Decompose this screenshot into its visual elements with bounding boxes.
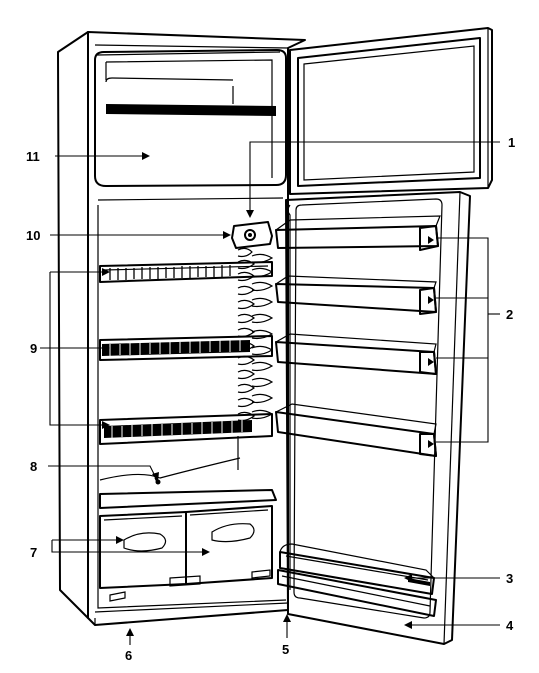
- freezer-compartment: [94, 49, 287, 187]
- door-shelf-1: [275, 215, 441, 251]
- callout-2: 2: [506, 307, 513, 322]
- crisper-drawers: [99, 505, 273, 589]
- leader-lines: [40, 141, 500, 645]
- callout-10: 10: [26, 228, 40, 243]
- callout-7: 7: [30, 545, 37, 560]
- callout-1: 1: [508, 135, 515, 150]
- fridge-door: [285, 191, 471, 645]
- crisper-cover: [99, 457, 277, 509]
- callout-6: 6: [125, 648, 132, 663]
- door-shelf-2: [275, 275, 437, 315]
- callout-3: 3: [506, 571, 513, 586]
- cabinet-body: [57, 31, 306, 626]
- door-bottom-tray: [277, 569, 437, 617]
- callout-11: 11: [26, 149, 40, 164]
- callout-5: 5: [282, 642, 289, 657]
- door-shelf-4: [275, 403, 437, 457]
- callout-4: 4: [506, 618, 514, 633]
- callout-9: 9: [30, 341, 37, 356]
- shelf-middle: [99, 335, 273, 361]
- door-shelf-3: [275, 333, 437, 375]
- shelf-rails: [237, 247, 274, 422]
- bottle-shelf: [279, 543, 435, 595]
- shelf-top: [99, 261, 273, 283]
- shelf-bottom: [99, 413, 273, 470]
- freezer-door: [289, 27, 493, 195]
- callout-8: 8: [30, 459, 37, 474]
- thermostat-housing: [231, 221, 273, 249]
